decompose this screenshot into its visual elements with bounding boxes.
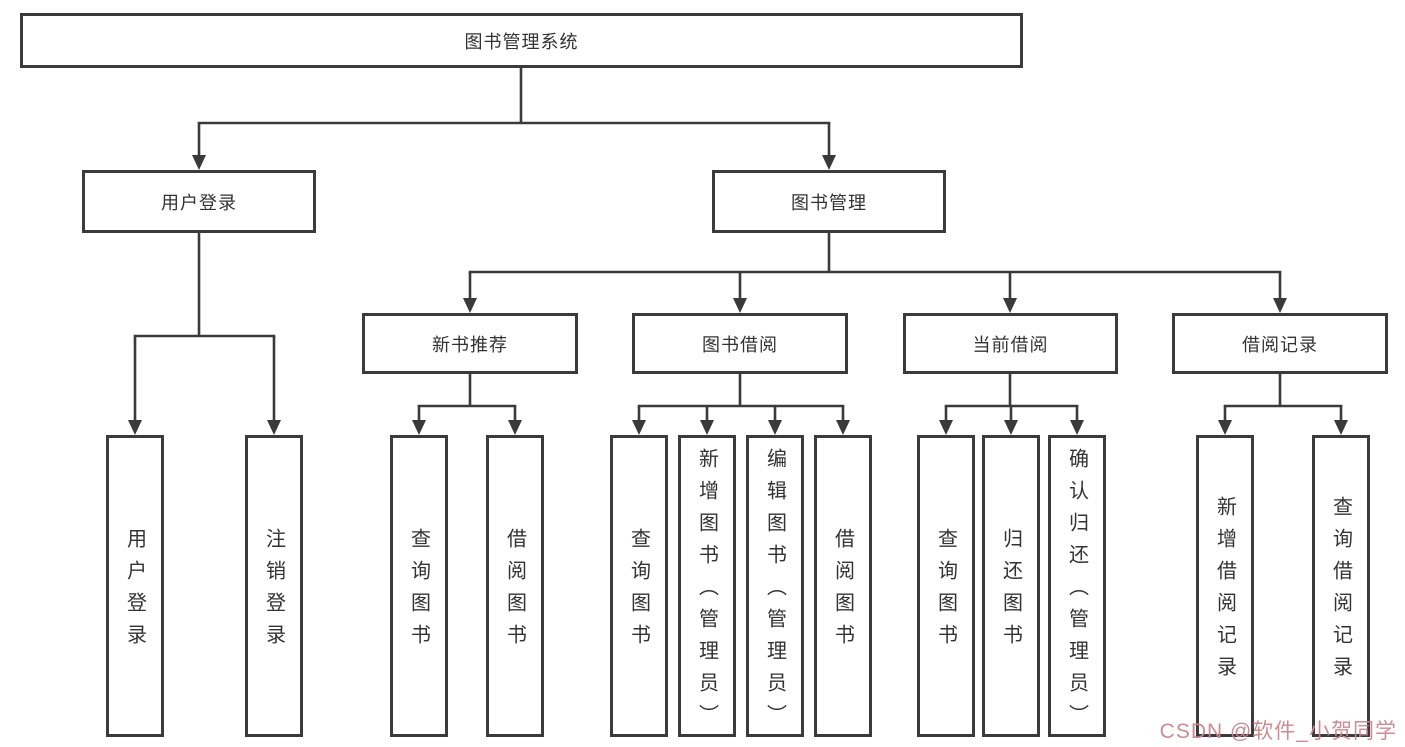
leaf-borrow-add-books-admin-label: 新增图书（管理员）	[695, 448, 718, 736]
leaf-logout: 注销登录	[245, 435, 303, 737]
leaf-borrow-edit-books-admin: 编辑图书（管理员）	[746, 435, 804, 737]
node-book-borrow-label: 图书借阅	[702, 334, 778, 355]
node-book-borrow: 图书借阅	[632, 313, 848, 374]
leaf-borrow-edit-books-admin-label: 编辑图书（管理员）	[763, 448, 786, 736]
leaf-borrow-query-books-label: 查询图书	[627, 528, 650, 656]
connector-borrow-to-leaves	[632, 374, 850, 435]
leaf-borrow-borrow-books-label: 借阅图书	[831, 528, 854, 656]
node-user-login-branch: 用户登录	[82, 170, 316, 233]
node-current-borrow: 当前借阅	[903, 313, 1118, 374]
node-root-system-label: 图书管理系统	[464, 31, 579, 52]
leaf-newbook-query-books: 查询图书	[390, 435, 448, 737]
leaf-current-query-books: 查询图书	[917, 435, 975, 737]
leaf-borrow-borrow-books: 借阅图书	[814, 435, 872, 737]
leaf-user-login-label: 用户登录	[123, 528, 146, 656]
leaf-records-query-record-label: 查询借阅记录	[1329, 496, 1352, 688]
leaf-records-add-record-label: 新增借阅记录	[1213, 496, 1236, 688]
connector-new-book-to-leaves	[412, 374, 522, 435]
csdn-watermark: CSDN @软件_小贺同学	[1159, 720, 1397, 743]
node-new-book-recommend: 新书推荐	[362, 313, 578, 374]
leaf-newbook-borrow-books-label: 借阅图书	[503, 528, 526, 656]
leaf-records-query-record: 查询借阅记录	[1312, 435, 1370, 737]
leaf-records-add-record: 新增借阅记录	[1196, 435, 1254, 737]
connector-book-mgmt-to-level2	[463, 233, 1287, 313]
connector-current-to-leaves	[939, 374, 1084, 435]
leaf-newbook-borrow-books: 借阅图书	[486, 435, 544, 737]
node-new-book-recommend-label: 新书推荐	[432, 334, 508, 355]
leaf-borrow-add-books-admin: 新增图书（管理员）	[678, 435, 736, 737]
leaf-logout-label: 注销登录	[262, 528, 285, 656]
leaf-borrow-query-books: 查询图书	[610, 435, 668, 737]
connector-root-to-level1	[192, 68, 836, 170]
node-current-borrow-label: 当前借阅	[972, 334, 1049, 355]
node-borrow-records-label: 借阅记录	[1242, 334, 1318, 355]
leaf-current-return-books-label: 归还图书	[999, 528, 1022, 656]
connector-records-to-leaves	[1218, 374, 1348, 435]
leaf-newbook-query-books-label: 查询图书	[407, 528, 430, 656]
node-book-management-branch: 图书管理	[712, 170, 946, 233]
node-root-system: 图书管理系统	[20, 13, 1023, 68]
leaf-current-confirm-return-admin: 确认归还（管理员）	[1048, 435, 1106, 737]
node-book-management-branch-label: 图书管理	[791, 192, 867, 213]
leaf-current-confirm-return-admin-label: 确认归还（管理员）	[1065, 448, 1088, 736]
node-borrow-records: 借阅记录	[1172, 313, 1388, 374]
connector-user-login-to-leaves	[128, 233, 281, 435]
node-user-login-branch-label: 用户登录	[161, 192, 237, 213]
leaf-current-query-books-label: 查询图书	[934, 528, 957, 656]
leaf-user-login: 用户登录	[106, 435, 164, 737]
leaf-current-return-books: 归还图书	[982, 435, 1040, 737]
